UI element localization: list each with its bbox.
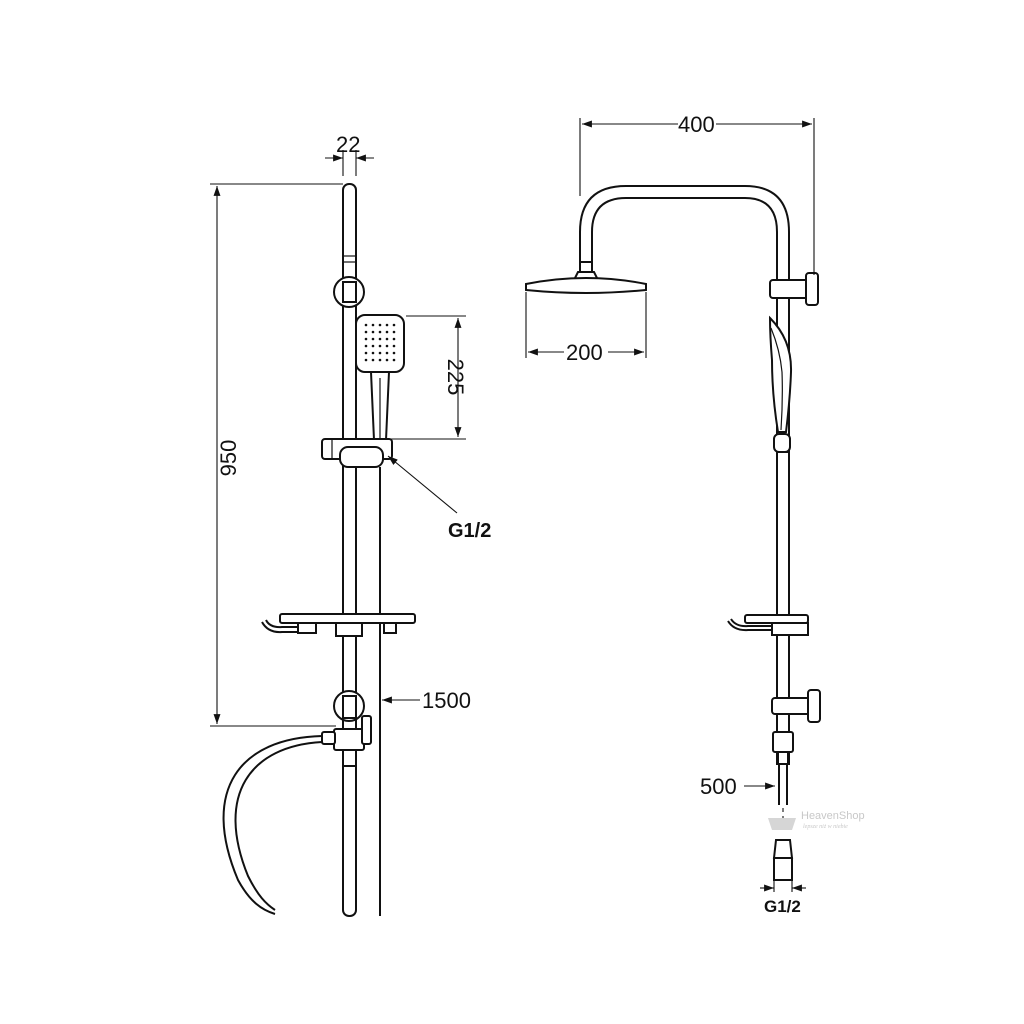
- dimension-head-diameter: 200: [525, 292, 647, 365]
- right-diverter: [772, 731, 794, 765]
- dimension-bar-width: 22: [325, 132, 374, 176]
- dimension-hand-shower: 225: [390, 315, 468, 440]
- left-view: 22 950 225 G1/2 1500: [210, 132, 491, 917]
- callout-hand-thread: G1/2: [387, 455, 491, 542]
- label-g12-bottom: G1/2: [764, 897, 801, 916]
- dimension-inlet-thread: G1/2: [760, 880, 806, 916]
- right-view: 400 200 500 G1/2 HeavenShop lepsze n: [525, 112, 865, 916]
- label-500: 500: [700, 774, 737, 799]
- dimension-total-height: 950: [210, 183, 343, 727]
- rain-shower-head: [525, 261, 647, 294]
- sliding-holder: [321, 438, 393, 468]
- flexible-hose: [222, 735, 323, 915]
- label-1500: 1500: [422, 688, 471, 713]
- right-top-wall-bracket: [769, 272, 819, 306]
- callout-lower-hose: 500: [700, 774, 775, 799]
- soap-shelf: [261, 613, 416, 637]
- right-rail: [776, 451, 790, 765]
- lower-hose: [772, 764, 794, 881]
- label-22: 22: [336, 132, 360, 157]
- watermark-brand: HeavenShop: [801, 810, 865, 822]
- watermark: HeavenShop lepsze niż w niebie: [768, 810, 865, 830]
- right-bottom-wall-bracket: [771, 689, 821, 723]
- hand-shower: [355, 314, 405, 441]
- diverter-valve: [321, 715, 372, 767]
- label-g12-top: G1/2: [448, 520, 491, 542]
- dimension-head-span: 400: [579, 112, 815, 275]
- watermark-tagline: lepsze niż w niebie: [803, 824, 848, 830]
- label-400: 400: [678, 112, 715, 137]
- hand-shower-side: [768, 315, 793, 453]
- label-950: 950: [216, 440, 241, 477]
- right-soap-shelf: [727, 614, 809, 636]
- rail-marker: [342, 255, 357, 263]
- callout-hose-length: 1500: [382, 688, 471, 713]
- label-200: 200: [566, 340, 603, 365]
- label-225: 225: [443, 359, 468, 396]
- bathtub-logo-icon: [768, 818, 796, 830]
- shower-arm: [579, 185, 790, 460]
- nozzle-grid-icon: [364, 323, 396, 362]
